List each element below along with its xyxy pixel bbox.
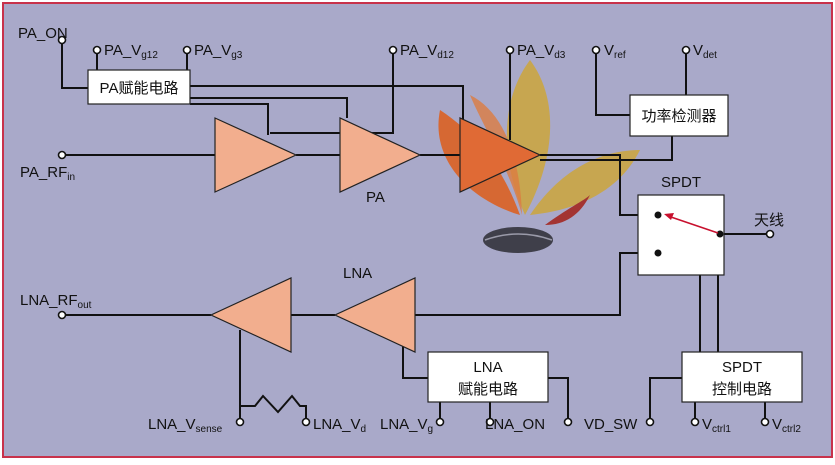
label-vctrl1: Vctrl1 [702, 416, 731, 435]
label-vdet: Vdet [693, 42, 717, 61]
spdt-contact-upper [654, 211, 662, 219]
spdt-control-box [681, 351, 803, 403]
pin-lna-on [485, 417, 495, 427]
label-lna-vg: LNA_Vg [380, 416, 433, 435]
spdt-switch-box [637, 194, 725, 276]
label-pa: PA [366, 189, 385, 206]
power-detector-label: 功率检测器 [641, 108, 716, 125]
pin-lna-vg [435, 417, 445, 427]
label-lna-vsense: LNA_Vsense [148, 416, 223, 435]
pa-driver-amp-2 [339, 117, 422, 193]
pin-pa-vg12 [92, 45, 102, 55]
pin-pa-rf-in [57, 150, 67, 160]
label-pa-on: PA_ON [18, 25, 68, 42]
power-detector-box [629, 94, 729, 137]
label-vd-sw: VD_SW [584, 416, 638, 433]
pin-vdet [681, 45, 691, 55]
pin-lna-vsense [235, 417, 245, 427]
label-lna-vd: LNA_Vd [313, 416, 366, 435]
label-pa-rf-in: PA_RFin [20, 164, 75, 183]
spdt-switch-arm [667, 215, 719, 234]
lna-bias-label-2: 赋能电路 [458, 381, 518, 398]
pin-vref [591, 45, 601, 55]
label-lna-on: LNA_ON [485, 416, 545, 433]
spdt-control-label-2: 控制电路 [712, 381, 772, 398]
lna-amp-2 [333, 277, 416, 353]
pin-pa-vg3 [182, 45, 192, 55]
pin-pa-vd3 [505, 45, 515, 55]
pin-lna-vd [301, 417, 311, 427]
pin-pa-vd12 [388, 45, 398, 55]
label-lna: LNA [343, 265, 372, 282]
pin-vctrl1 [690, 417, 700, 427]
label-antenna: 天线 [754, 212, 784, 229]
pa-output-amp [459, 117, 542, 193]
spdt-title: SPDT [661, 174, 701, 191]
pin-pa-on [57, 35, 67, 45]
wiring [61, 40, 770, 422]
pin-vd-sw [645, 417, 655, 427]
lna-amp-1 [209, 277, 292, 353]
label-lna-rf-out: LNA_RFout [20, 292, 92, 311]
pin-vctrl2 [760, 417, 770, 427]
spdt-arrow-head [664, 213, 674, 220]
spdt-contact-common [716, 230, 724, 238]
pins [57, 35, 775, 427]
pin-lna-bias-right [563, 417, 573, 427]
pa-bias-label: PA赋能电路 [100, 80, 179, 97]
pin-antenna [765, 229, 775, 239]
label-pa-vd3: PA_Vd3 [517, 42, 566, 61]
label-pa-vd12: PA_Vd12 [400, 42, 454, 61]
label-vctrl2: Vctrl2 [772, 416, 801, 435]
lna-bias-box [427, 351, 549, 403]
pa-driver-amp-1 [214, 117, 298, 193]
label-pa-vg3: PA_Vg3 [194, 42, 243, 61]
pin-lna-rf-out [57, 310, 67, 320]
lna-bias-label-1: LNA [473, 359, 502, 376]
label-pa-vg12: PA_Vg12 [104, 42, 158, 61]
label-vref: Vref [604, 42, 626, 61]
spdt-control-label-1: SPDT [722, 359, 762, 376]
pa-bias-box [87, 69, 191, 105]
spdt-contact-lower [654, 249, 662, 257]
